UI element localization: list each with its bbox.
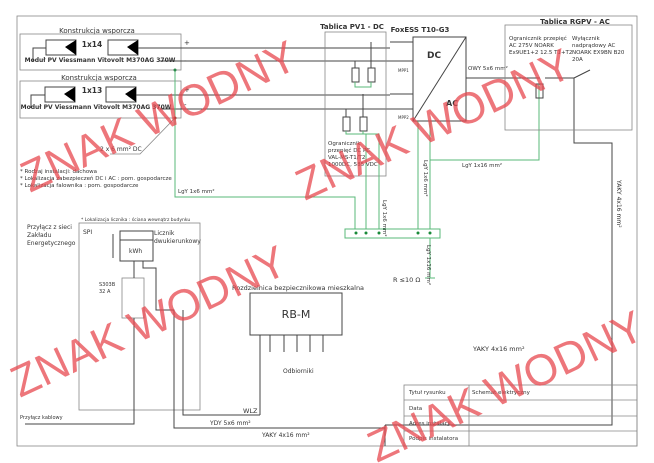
cable-connection-label: Przyłącz kablowy (20, 415, 63, 421)
module-label: Moduł PV Viessmann Vitovolt M370AG 370W (21, 104, 172, 111)
cable-label: LgY 1x6 mm² (381, 200, 388, 237)
pv-string-1: Konstrukcja wsporcza 1x14 Moduł PV Viess… (19, 27, 390, 71)
diode-icon (65, 40, 76, 55)
cable-label: LgY 1x16 mm² (425, 245, 432, 285)
surge-arrester-icon (342, 116, 351, 132)
rbm-board: Rozdzielnica bezpiecznikowa mieszkalna R… (209, 284, 364, 439)
switch-icon (573, 69, 591, 79)
note: * Lokalizacja falownika : pom. gospodarc… (20, 183, 139, 189)
note: * Rodzaj instalacji: dachowa (20, 169, 97, 175)
note: * Lokalizacja zabezpieczeń DC i AC : pom… (20, 175, 172, 182)
spd-label: 1000DC, 585 VDC (328, 162, 378, 168)
cable-label: LgY 1x6 mm² (422, 160, 429, 197)
wlz-label: WLZ (243, 407, 258, 415)
dc-cable-label: 2 x 6 mm² DC (100, 146, 142, 153)
grid-title: Przyłącz z sieci (27, 224, 72, 231)
module-count: 1x14 (82, 40, 103, 49)
inverter: FoxESS T10-G3 DC AC MPP1 MPP2 LgY 1x6 mm… (390, 26, 467, 229)
surge-arrester-icon (367, 67, 376, 83)
breaker-label: NOARK EX9BN B20 (572, 50, 625, 56)
minus-label: - (184, 57, 187, 65)
grid-title: Energetycznego (27, 240, 76, 247)
grid-connection: Przyłącz z sieci Zakładu Energetycznego … (20, 216, 385, 429)
plus-label: + (184, 39, 190, 47)
minus-label: - (184, 101, 187, 109)
address-label: Adres instalacji (409, 421, 451, 427)
loads-label: Odbiorniki (283, 368, 314, 375)
grid-title: Zakładu (27, 232, 51, 239)
title-label: Tytuł rysunku (408, 390, 446, 396)
breaker-label: 32 A (99, 289, 111, 295)
module-count: 1x13 (82, 86, 103, 95)
plus-label: + (184, 86, 190, 94)
ac-board: Tablica RGPV - AC Ogranicznik przepięć A… (504, 18, 633, 131)
diode-icon (64, 87, 75, 102)
cable-label: YAKY 4x16 mm² (472, 345, 525, 353)
ground-bus (344, 228, 441, 239)
title-block: Tytuł rysunku Schemat elektryczny Data A… (403, 384, 638, 447)
rbm-title: Rozdzielnica bezpiecznikowa mieszkalna (232, 284, 364, 292)
spd-label: AC 275V NOARK (509, 43, 554, 49)
cable-label: YAKY 4x16 mm² (261, 432, 310, 439)
drawing-frame (16, 15, 638, 447)
pv-dc-board: Tablica PV1 - DC Ogranicznik przepięć DC… (320, 23, 388, 237)
cable-label: OWY 5x6 mm² (468, 65, 508, 72)
title-value: Schemat elektryczny (472, 390, 531, 396)
meter-box (119, 230, 154, 262)
board-title: Tablica RGPV - AC (540, 18, 610, 26)
diode-icon (127, 40, 138, 55)
string-header: Konstrukcja wsporcza (59, 27, 135, 35)
surge-arrester-icon (535, 83, 544, 99)
rbm-label: RB-M (282, 308, 311, 321)
cable-label: YAKY 4x16 mm² (615, 179, 622, 228)
ac-label: AC (446, 99, 458, 108)
meter-note: * Lokalizacja licznika : ściana wewnątrz… (81, 216, 190, 223)
breaker-label: 20A (572, 57, 583, 63)
spd-label: VAL-MS-T1/T2 (328, 155, 365, 161)
grounding-label: R ≤10 Ω (393, 276, 420, 284)
diode-icon (125, 87, 136, 102)
board-title: Tablica PV1 - DC (320, 23, 384, 31)
spd-label: Ogranicznik przepięć (509, 35, 567, 42)
pv-string-2: Konstrukcja wsporcza 1x13 Moduł PV Viess… (19, 74, 390, 119)
surge-arrester-icon (351, 67, 360, 83)
watermark: ZNAK WODNY (360, 302, 651, 463)
mpp2-label: MPP2 (398, 115, 409, 120)
watermark: ZNAK WODNY (3, 237, 294, 407)
meter-label: dwukierunkowy (154, 238, 201, 245)
ground-icon (425, 238, 435, 279)
cable-label: LgY 1x16 mm² (462, 162, 502, 169)
cable-label: LgY 1x6 mm² (178, 188, 215, 195)
spi-label: SPI (83, 229, 92, 236)
spd-label: Ex9UE1+2 12.5 T1+T2 (509, 50, 572, 56)
cable-label: YDY 5x6 mm² (209, 420, 251, 427)
spd-label: Ogranicznik (328, 141, 361, 147)
date-label: Data (409, 406, 422, 412)
breaker-label: nadprądowy AC (572, 43, 615, 49)
mpp1-label: MPP1 (398, 68, 409, 73)
meter-label: Licznik (154, 230, 175, 237)
breaker-label: Wyłącznik (572, 36, 600, 42)
kwh-label: kWh (129, 248, 142, 255)
inverter-title: FoxESS T10-G3 (391, 26, 450, 34)
module-label: Moduł PV Viessmann Vitovolt M370AG 370W (25, 57, 176, 64)
dc-label: DC (427, 51, 441, 61)
spd-label: przepięć DC PC (328, 147, 370, 154)
watermark: ZNAK WODNY (288, 40, 579, 210)
signature-label: Podpis instalatora (409, 436, 458, 442)
breaker-label: S303B (99, 282, 116, 288)
string-header: Konstrukcja wsporcza (61, 74, 137, 82)
